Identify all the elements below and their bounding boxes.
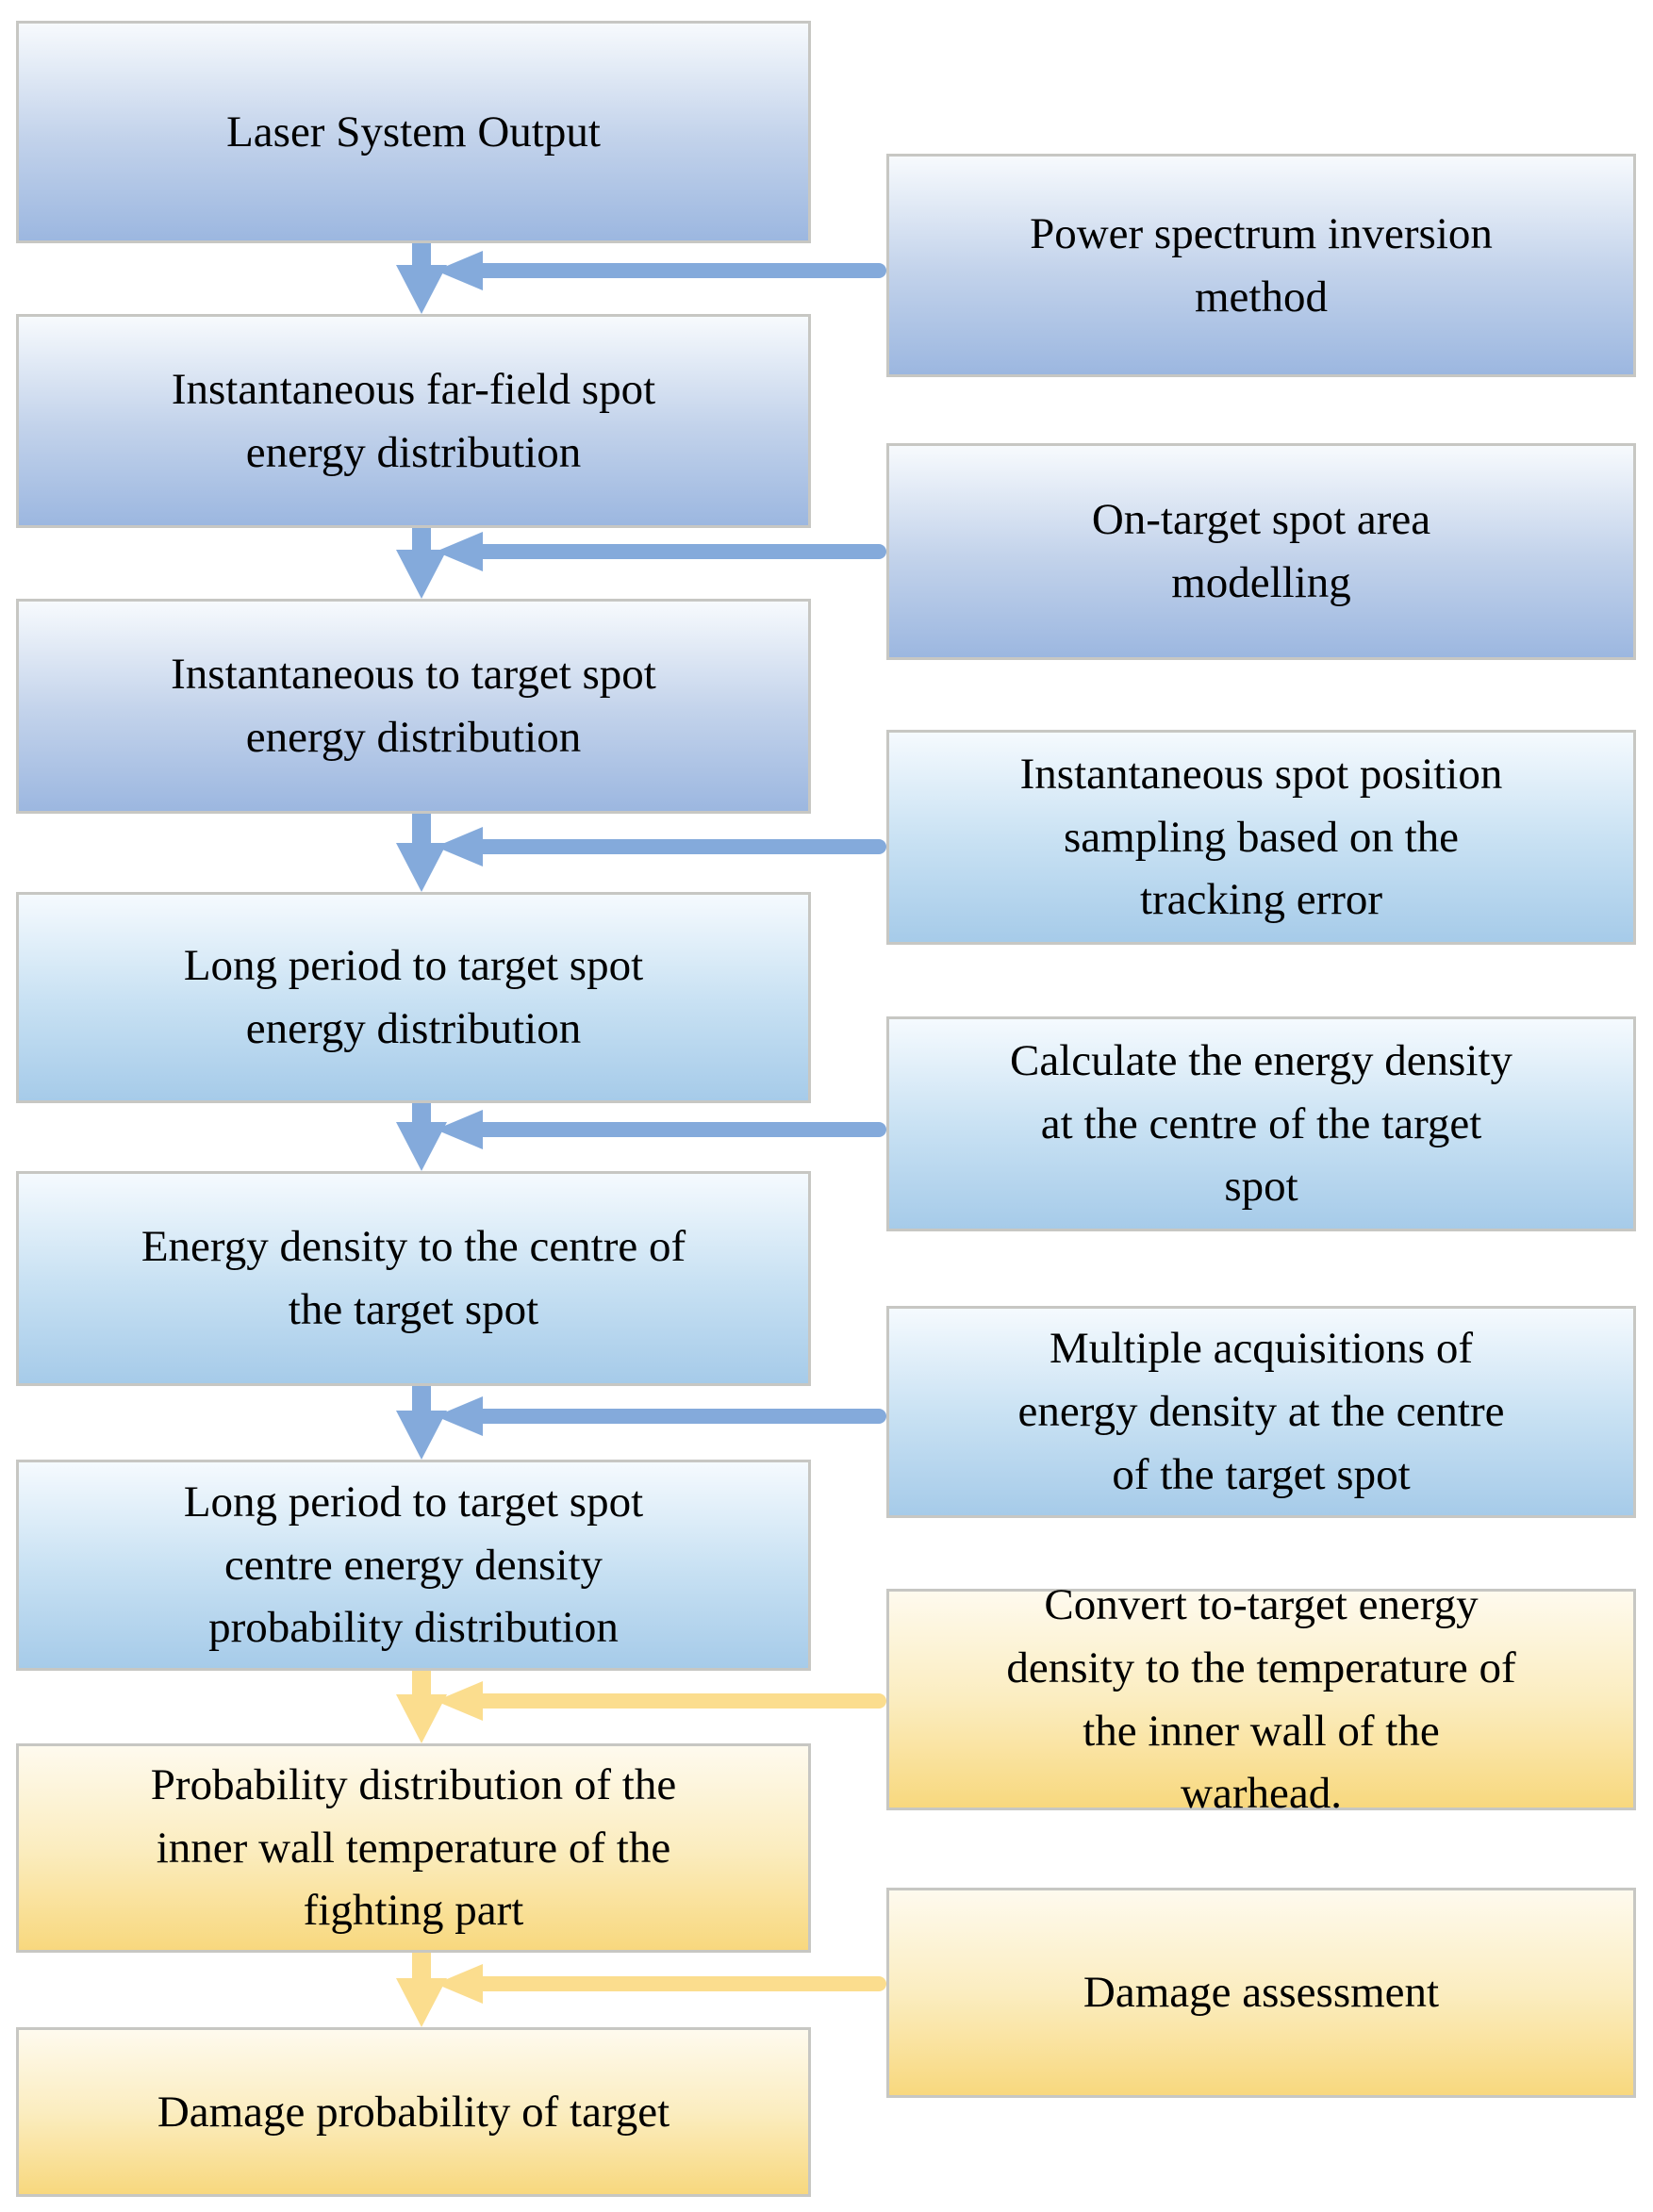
node-label: Convert to-target energy density to the … <box>1006 1580 1516 1819</box>
left-arrow-icon <box>436 827 886 867</box>
node-damage-assessment: Damage assessment <box>886 1888 1636 2098</box>
arrow-shaft <box>481 1693 886 1709</box>
node-probability-distribution-inner-wall-temperature: Probability distribution of the inner wa… <box>16 1743 811 1953</box>
arrow-shaft <box>481 839 886 854</box>
arrow-head <box>436 827 483 867</box>
arrow-shaft <box>412 1953 431 1980</box>
node-instantaneous-spot-position-sampling: Instantaneous spot position sampling bas… <box>886 730 1636 945</box>
arrow-head <box>436 1964 483 2004</box>
left-arrow-icon <box>436 251 886 290</box>
arrow-head <box>436 251 483 290</box>
arrow-shaft <box>481 1409 886 1424</box>
node-instantaneous-to-target-spot-energy-distribution: Instantaneous to target spot energy dist… <box>16 599 811 814</box>
arrow-shaft <box>412 814 431 845</box>
node-long-period-to-target-spot-energy-distribution: Long period to target spot energy distri… <box>16 892 811 1103</box>
node-label: Power spectrum inversion method <box>1030 208 1493 322</box>
arrow-shaft <box>412 1386 431 1412</box>
arrow-shaft <box>481 1122 886 1137</box>
arrow-shaft <box>481 544 886 559</box>
node-convert-energy-density-to-temperature: Convert to-target energy density to the … <box>886 1580 1636 1818</box>
node-label: Instantaneous to target spot energy dist… <box>171 650 656 762</box>
left-arrow-icon <box>436 1964 886 2004</box>
node-label: Laser System Output <box>226 107 601 157</box>
node-label: Calculate the energy density at the cent… <box>1010 1035 1512 1212</box>
node-label: Damage probability of target <box>157 2087 670 2137</box>
node-long-period-centre-energy-density-probability-distribution: Long period to target spot centre energy… <box>16 1460 811 1671</box>
arrow-head <box>436 532 483 571</box>
node-calculate-energy-density-at-centre: Calculate the energy density at the cent… <box>886 1016 1636 1231</box>
arrow-head <box>436 1110 483 1149</box>
node-energy-density-to-centre-of-target-spot: Energy density to the centre of the targ… <box>16 1171 811 1386</box>
node-label: Damage assessment <box>1083 1968 1440 2018</box>
left-arrow-icon <box>436 1110 886 1149</box>
left-arrow-icon <box>436 532 886 571</box>
left-arrow-icon <box>436 1681 886 1721</box>
node-label: Multiple acquisitions of energy density … <box>1017 1324 1505 1499</box>
arrow-shaft <box>481 263 886 278</box>
node-damage-probability-of-target: Damage probability of target <box>16 2027 811 2197</box>
arrow-shaft <box>412 1103 431 1124</box>
node-label: Long period to target spot energy distri… <box>183 941 644 1053</box>
arrow-shaft <box>412 528 431 552</box>
left-arrow-icon <box>436 1396 886 1436</box>
arrow-shaft <box>412 1671 431 1696</box>
node-label: Instantaneous far-field spot energy dist… <box>171 364 656 477</box>
node-label: On-target spot area modelling <box>1091 495 1431 607</box>
node-multiple-acquisitions-energy-density: Multiple acquisitions of energy density … <box>886 1306 1636 1518</box>
arrow-shaft <box>481 1976 886 1991</box>
node-label: Long period to target spot centre energy… <box>183 1477 644 1653</box>
arrow-head <box>436 1396 483 1436</box>
arrow-head <box>436 1681 483 1721</box>
node-on-target-spot-area-modelling: On-target spot area modelling <box>886 443 1636 660</box>
arrow-shaft <box>412 243 431 267</box>
node-power-spectrum-inversion-method: Power spectrum inversion method <box>886 154 1636 377</box>
node-instantaneous-far-field-spot-energy-distribution: Instantaneous far-field spot energy dist… <box>16 314 811 528</box>
node-label: Instantaneous spot position sampling bas… <box>1019 749 1503 925</box>
node-label: Probability distribution of the inner wa… <box>150 1759 677 1936</box>
node-laser-system-output: Laser System Output <box>16 21 811 243</box>
node-label: Energy density to the centre of the targ… <box>141 1222 686 1334</box>
